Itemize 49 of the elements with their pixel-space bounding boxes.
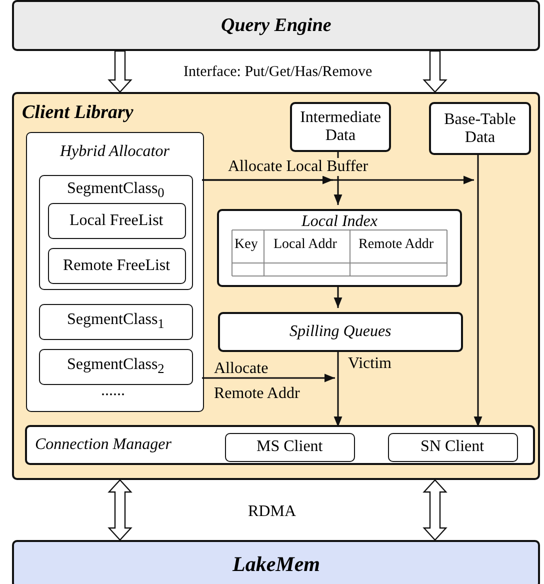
heading: Client Library: [22, 102, 134, 124]
arrow: [334, 350, 342, 427]
edge-label: Allocate Local Buffer: [228, 158, 368, 176]
layer-bar: [12, 0, 540, 51]
heading: Hybrid Allocator: [60, 143, 170, 161]
node-label: SegmentClass$_{2}$: [67, 356, 164, 378]
layer-panel: [12, 92, 540, 480]
table-header: Local Addr: [274, 237, 337, 253]
heading: Connection Manager: [35, 436, 172, 454]
process-box: [218, 312, 463, 352]
module-box: [39, 175, 193, 290]
process-box: [429, 102, 531, 155]
heading: Local Index: [302, 213, 378, 231]
node-label: SN Client: [420, 438, 484, 456]
double-block-arrow: [108, 479, 132, 541]
ellipsis: ......: [101, 382, 125, 400]
process-box: [39, 304, 193, 340]
interface-label: Interface: Put/Get/Has/Remove: [184, 64, 372, 80]
node-label: MS Client: [256, 438, 323, 456]
node-label: Base-Table Data: [443, 110, 517, 146]
table-header: Key: [234, 237, 258, 253]
heading: SegmentClass$_{0}$: [67, 180, 164, 202]
layer-bar: [12, 540, 540, 584]
heading: Query Engine: [221, 14, 332, 36]
node-label: Spilling Queues: [290, 323, 392, 341]
process-box: [388, 433, 518, 462]
arrow: [202, 176, 474, 184]
node-label: SegmentClass$_{1}$: [67, 311, 164, 332]
block-arrow: [108, 50, 132, 93]
arrow: [202, 374, 335, 382]
double-block-arrow: [422, 479, 448, 541]
node-label: Remote FreeList: [63, 256, 170, 274]
arrow: [474, 153, 482, 427]
arrow: [334, 285, 342, 308]
protocol-label: RDMA: [248, 503, 296, 521]
node-label: Local FreeList: [70, 212, 164, 230]
process-box: [48, 203, 186, 239]
node-label: Intermediate Data: [299, 109, 382, 145]
process-box: [225, 433, 355, 462]
process-box: [290, 102, 391, 152]
table-header: Remote Addr: [358, 237, 434, 253]
heading: LakeMem: [232, 552, 320, 576]
module-panel: [26, 132, 204, 412]
process-box: [48, 248, 186, 284]
process-box: [39, 349, 193, 385]
block-arrow: [422, 50, 448, 93]
module-bar: [25, 425, 535, 465]
module-box: [217, 209, 462, 287]
edge-label: Allocate Remote Addr: [214, 359, 301, 404]
